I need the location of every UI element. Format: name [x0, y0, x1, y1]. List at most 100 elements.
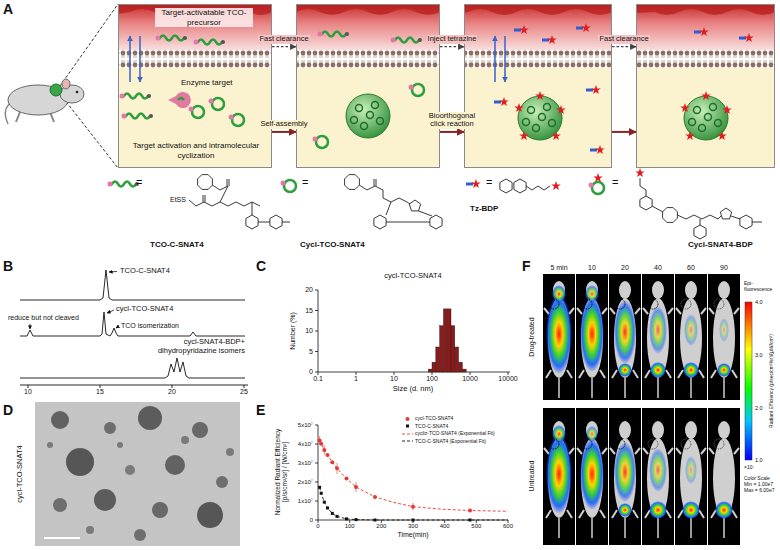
equals-sign: =: [486, 176, 492, 189]
tem-image: [104, 422, 116, 434]
tem-image: [35, 402, 240, 546]
tick-label: 15: [96, 388, 104, 396]
decay-plot: [331, 512, 334, 515]
sample-label: cycl-TCO-SNAT4: [16, 445, 25, 502]
tick-label: 300: [408, 523, 418, 530]
tissue-panels: [296, 4, 440, 50]
flow-arrow: [272, 131, 296, 133]
tick-label: 0: [310, 517, 313, 524]
imaging-frames: [648, 439, 658, 449]
imaging-frames: [719, 318, 729, 342]
molecule-icons: [194, 40, 226, 45]
imaging-frames: [614, 442, 636, 502]
imaging-frames: [552, 285, 566, 303]
decay-plot: [468, 509, 472, 513]
decay-plot: [326, 507, 329, 510]
tissue-panels: [464, 68, 612, 168]
tissue-panels: [636, 4, 775, 50]
imaging-frames: [649, 306, 667, 354]
tem-image: [181, 436, 189, 444]
tem-image: [47, 442, 53, 448]
legend-swatch: [406, 425, 409, 428]
molecule-icons: [717, 131, 727, 140]
imaging-frames: [642, 408, 674, 545]
tem-image: [226, 448, 234, 456]
imaging-frames: [648, 299, 658, 309]
column-header: 5 min: [550, 264, 567, 272]
decay-plot: [322, 448, 326, 452]
molecule-icons: [318, 32, 350, 37]
imaging-frames: [675, 408, 707, 545]
imaging-frames: [576, 274, 608, 400]
leader-line: [107, 310, 114, 313]
decay-plot: [345, 517, 348, 520]
tissue-panels: [636, 68, 775, 168]
legend-entry: cycliz-TCO-SNAT4 (Exponential Fit): [402, 429, 495, 437]
row-label: Drug-treated: [528, 317, 536, 356]
legend-entry: TCO-C-SNAT4: [402, 422, 495, 430]
size-histogram: [462, 369, 466, 372]
leader-line: [116, 326, 119, 328]
imaging-frames: [709, 281, 739, 398]
size-histogram: [315, 290, 510, 375]
legend-text: cycliz-TCO-SNAT4 (Exponential Fit): [415, 430, 495, 436]
scheme-panel: Target-activatable TCO-precursorEnzyme t…: [118, 4, 272, 168]
imaging-frames: [609, 408, 641, 545]
atom-label: EtSS: [170, 196, 186, 204]
arrow-label: Fast clearance: [598, 35, 649, 44]
imaging-frames: [543, 274, 740, 545]
tem-image: [94, 489, 116, 511]
tick-label: 4x10⁷: [298, 441, 313, 448]
imaging-frames: [609, 274, 641, 400]
decay-plot: [320, 492, 323, 495]
tem-image: [47, 406, 234, 541]
chemical-structures: [270, 215, 282, 229]
size-histogram: [443, 309, 447, 372]
tissue-panels: [118, 4, 775, 168]
dye-star: [551, 181, 561, 190]
imaging-frames: [642, 274, 674, 400]
mouse-illustration: [5, 4, 118, 168]
tissue-panels: [464, 4, 612, 15]
decay-plot: [345, 477, 349, 481]
decay-plot: [318, 486, 321, 489]
molecule-icons: [535, 91, 545, 100]
decay-plot: [320, 441, 508, 512]
molecule-icons: [514, 25, 529, 34]
imaging-frames: [618, 503, 632, 517]
legend-swatch: [406, 417, 410, 421]
size-histogram: [436, 347, 440, 372]
imaging-frames: [609, 408, 641, 545]
tick-label: 10: [390, 375, 398, 383]
molecule-icons: [542, 35, 557, 44]
molecule-icons: [108, 182, 140, 187]
imaging-frames: [543, 274, 575, 400]
tissue-panels: [296, 68, 440, 168]
imaging-frames: [543, 408, 575, 545]
imaging-frames: [576, 408, 608, 545]
imaging-frames: [676, 281, 706, 398]
tick-label: 1000: [462, 375, 478, 383]
chemical-structures: [345, 175, 360, 190]
tick-label: 100: [345, 523, 355, 530]
imaging-frames: [609, 274, 641, 400]
chart-legend: cycl-TCO-SNAT4TCO-C-SNAT4cycliz-TCO-SNAT…: [402, 414, 495, 444]
imaging-frames: [543, 408, 575, 545]
molecule-icons: [122, 114, 154, 119]
chemical-structures: [720, 208, 731, 219]
imaging-frames: [610, 421, 640, 538]
tick-label: 25: [240, 388, 248, 396]
tem-image: [44, 537, 80, 539]
chart-title: cycl-TCO-SNAT4: [384, 272, 441, 281]
imaging-frames: [618, 363, 632, 377]
leader-line: [109, 271, 117, 273]
decay-plot: [315, 425, 508, 523]
imaging-frames: [642, 408, 674, 545]
axis-title: Normalized Radiant Efficiency [p/s/cm²/s…: [274, 417, 289, 527]
imaging-frames: [615, 299, 625, 309]
imaging-frames: [708, 408, 740, 545]
chemical-structures: [514, 179, 526, 193]
compound-name: TCO-C-SNAT4: [150, 240, 204, 249]
imaging-frames: [717, 363, 731, 377]
tick-label: 5: [309, 347, 313, 355]
